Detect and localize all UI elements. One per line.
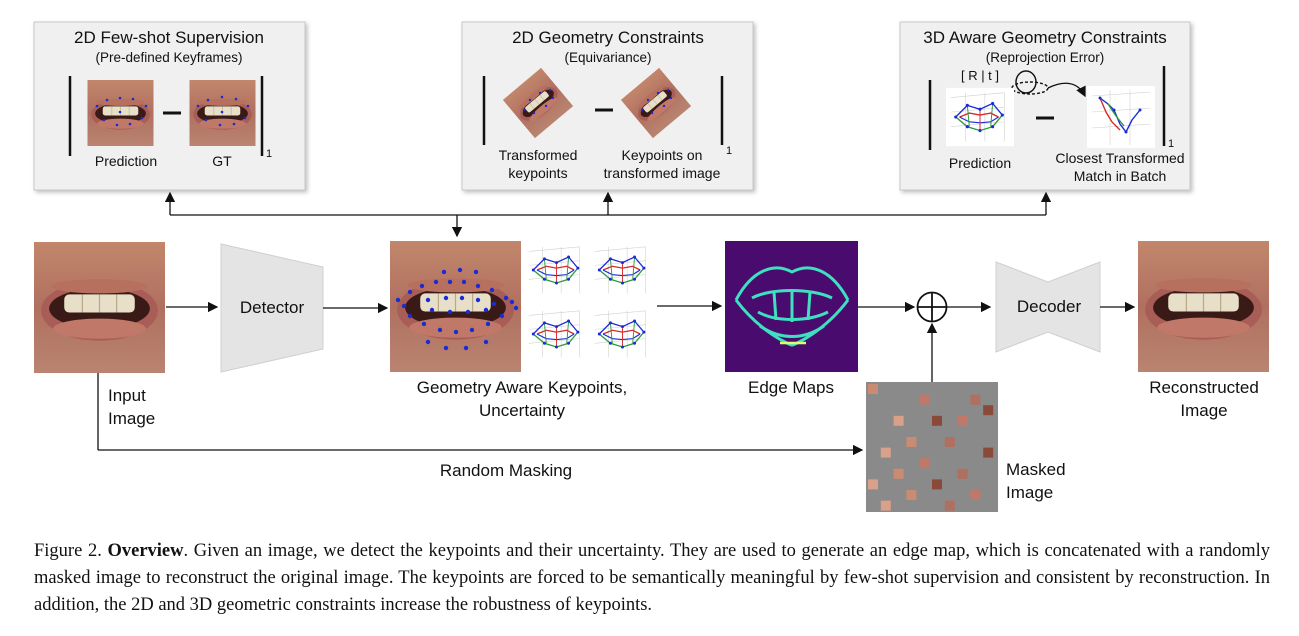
- keypoints-image: [390, 241, 521, 372]
- reconstructed-image: [1138, 241, 1269, 372]
- detector-label: Detector: [240, 298, 305, 317]
- masked-label-2: Image: [1006, 483, 1053, 502]
- edge-map: [725, 241, 858, 372]
- mask-patch: [970, 394, 981, 405]
- mask-patch: [893, 468, 904, 479]
- recon-label-1: Reconstructed: [1149, 378, 1259, 397]
- panel-fewshot: 2D Few-shot Supervision (Pre-defined Key…: [33, 21, 306, 191]
- caption-prefix: Figure 2.: [34, 541, 102, 561]
- mask-patch: [944, 437, 955, 447]
- panel-equivariance: 2D Geometry Constraints (Equivariance) 1…: [461, 21, 754, 191]
- masked-image: [866, 382, 998, 512]
- reprojection-prediction-mesh: [946, 87, 1014, 147]
- fewshot-gt-keypoints: [196, 95, 250, 127]
- mask-patch: [932, 415, 942, 426]
- input-label-1: Input: [108, 386, 146, 405]
- mask-patch: [957, 468, 968, 479]
- equivariance-title: 2D Geometry Constraints: [512, 28, 704, 47]
- fewshot-subtitle: (Pre-defined Keyframes): [95, 50, 242, 65]
- mesh-view-3: [524, 305, 589, 363]
- input-label-2: Image: [108, 409, 155, 428]
- fewshot-prediction-label: Prediction: [95, 153, 157, 169]
- mesh-view-4: [590, 305, 655, 363]
- decoder-label: Decoder: [1017, 297, 1082, 316]
- input-image: [34, 242, 165, 373]
- equivariance-subtitle: (Equivariance): [564, 50, 651, 65]
- caption-text: . Given an image, we detect the keypoint…: [34, 541, 1270, 615]
- mask-patch: [919, 394, 930, 405]
- fewshot-title: 2D Few-shot Supervision: [74, 28, 264, 47]
- fewshot-norm-subscript: 1: [266, 148, 272, 160]
- mask-patch: [906, 490, 917, 500]
- equivariance-left-label-2: keypoints: [508, 165, 567, 181]
- constraint-connectors: [164, 191, 1052, 238]
- edge-label: Edge Maps: [748, 378, 834, 397]
- fewshot-gt-label: GT: [212, 153, 232, 169]
- detector-block: Detector: [220, 243, 324, 373]
- mask-patch: [932, 479, 942, 490]
- mask-patch: [970, 490, 981, 500]
- mask-patch: [944, 500, 955, 511]
- fewshot-pred-keypoints: [95, 96, 148, 127]
- reprojection-right-label-2: Match in Batch: [1074, 168, 1167, 184]
- keypoints-output: [390, 241, 655, 372]
- mesh-view-2: [590, 241, 655, 299]
- equivariance-norm-subscript: 1: [726, 145, 732, 157]
- rotation-icon: [1011, 70, 1086, 98]
- reprojection-norm-subscript: 1: [1168, 138, 1174, 150]
- equivariance-transformed-keypoints: [522, 88, 555, 115]
- detected-keypoints: [395, 267, 519, 351]
- reprojection-title: 3D Aware Geometry Constraints: [923, 28, 1166, 47]
- keypoints-label-2: Uncertainty: [479, 401, 565, 420]
- mask-patch: [983, 447, 994, 458]
- mesh-view-1: [524, 241, 589, 299]
- caption-bold: Overview: [107, 541, 184, 561]
- masked-label-1: Masked: [1006, 460, 1066, 479]
- decoder-block: Decoder: [995, 261, 1101, 353]
- mask-patch: [880, 447, 891, 458]
- equivariance-target-keypoints: [640, 88, 673, 115]
- reprojection-match-mesh: [1087, 86, 1155, 148]
- masking-connector: [97, 373, 864, 456]
- reprojection-rt-label: [ R | t ]: [961, 68, 999, 83]
- figure-caption: Figure 2. Overview. Given an image, we d…: [34, 538, 1270, 619]
- panel-reprojection: 3D Aware Geometry Constraints (Reproject…: [899, 21, 1191, 191]
- reprojection-prediction-label: Prediction: [949, 155, 1011, 171]
- reprojection-right-label-1: Closest Transformed: [1055, 150, 1184, 166]
- keypoints-label-1: Geometry Aware Keypoints,: [417, 378, 627, 397]
- masking-label: Random Masking: [440, 461, 572, 480]
- equivariance-right-label-1: Keypoints on: [622, 147, 703, 163]
- equivariance-right-label-2: transformed image: [604, 165, 721, 181]
- mask-patch: [919, 458, 930, 469]
- mask-patch: [880, 500, 891, 511]
- equivariance-left-label-1: Transformed: [499, 147, 578, 163]
- mask-patch: [983, 405, 994, 416]
- mask-patch: [868, 384, 878, 394]
- concat-operator: [916, 291, 948, 323]
- mask-patch: [893, 415, 904, 426]
- mask-patch: [957, 415, 968, 426]
- mask-patch: [868, 479, 878, 490]
- recon-label-2: Image: [1180, 401, 1227, 420]
- mask-patch: [906, 437, 917, 447]
- reprojection-subtitle: (Reprojection Error): [986, 50, 1105, 65]
